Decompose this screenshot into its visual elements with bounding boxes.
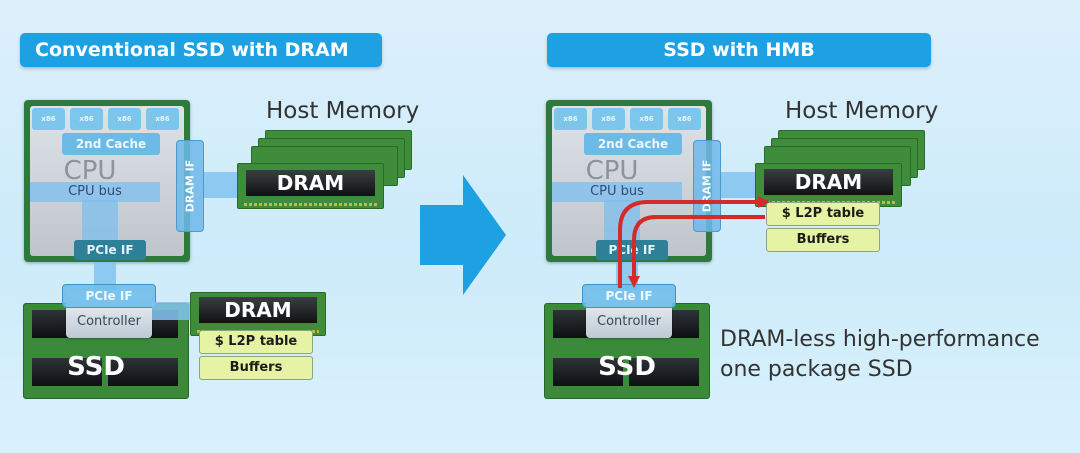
right-host-memory-label: Host Memory bbox=[785, 98, 939, 124]
hmb-data-path bbox=[618, 196, 770, 288]
dram-if-label: DRAM IF bbox=[183, 159, 197, 213]
dram-chip-label: DRAM bbox=[199, 297, 317, 323]
cpu-core: x86 bbox=[32, 108, 65, 130]
controller-label: Controller bbox=[597, 314, 661, 329]
cpu-core: x86 bbox=[554, 108, 587, 130]
cpu-core: x86 bbox=[146, 108, 179, 130]
cpu-cache: 2nd Cache bbox=[584, 133, 682, 155]
ssd-pcie-if: PCIe IF bbox=[582, 284, 676, 308]
cpu-label: CPU bbox=[63, 156, 117, 186]
right-l2p-table: $ L2P table bbox=[766, 202, 880, 226]
dram-pins bbox=[244, 203, 377, 206]
ssd-pcie-if: PCIe IF bbox=[62, 284, 156, 308]
left-buffers: Buffers bbox=[199, 356, 313, 380]
cpu-bus: CPU bus bbox=[552, 182, 682, 202]
right-cpu-die: x86 x86 x86 x86 2nd Cache CPU CPU bus PC… bbox=[552, 106, 706, 260]
nand-chip bbox=[553, 358, 623, 386]
left-dram-if: DRAM IF bbox=[176, 140, 204, 232]
right-buffers: Buffers bbox=[766, 228, 880, 252]
right-ssd-controller: PCIe IF Controller bbox=[582, 284, 676, 338]
hmb-description: DRAM-less high-performance one package S… bbox=[720, 325, 1040, 385]
right-cpu-package: x86 x86 x86 x86 2nd Cache CPU CPU bus PC… bbox=[546, 100, 712, 262]
cpu-label: CPU bbox=[585, 156, 639, 186]
controller-dram-connector bbox=[152, 302, 192, 320]
controller-label: Controller bbox=[77, 314, 141, 329]
cpu-bus: CPU bus bbox=[30, 182, 160, 202]
cpu-core: x86 bbox=[630, 108, 663, 130]
left-dram-connector bbox=[204, 172, 240, 198]
dram-chip-label: DRAM bbox=[764, 169, 893, 195]
cpu-core: x86 bbox=[592, 108, 625, 130]
cpu-core: x86 bbox=[668, 108, 701, 130]
pcie-connector bbox=[94, 262, 116, 290]
ssd-label: SSD bbox=[598, 352, 656, 382]
description-line-2: one package SSD bbox=[720, 357, 913, 382]
arrow-head-icon bbox=[628, 276, 640, 288]
description-line-1: DRAM-less high-performance bbox=[720, 327, 1040, 352]
left-cpu-package: x86 x86 x86 x86 2nd Cache CPU CPU bus PC… bbox=[24, 100, 190, 262]
left-l2p-table: $ L2P table bbox=[199, 330, 313, 354]
cpu-core: x86 bbox=[108, 108, 141, 130]
nand-chip bbox=[629, 358, 699, 386]
left-panel-title: Conventional SSD with DRAM bbox=[20, 33, 382, 67]
left-ssd-controller: PCIe IF Controller bbox=[62, 284, 156, 338]
arrow-head-icon bbox=[758, 196, 770, 208]
left-host-dram: DRAM bbox=[237, 163, 384, 209]
cpu-core: x86 bbox=[70, 108, 103, 130]
right-arrow-icon bbox=[420, 175, 506, 295]
left-cpu-die: x86 x86 x86 x86 2nd Cache CPU CPU bus PC… bbox=[30, 106, 184, 260]
right-dram-connector bbox=[721, 172, 757, 198]
hmb-path-outbound bbox=[618, 200, 760, 288]
dram-chip-label: DRAM bbox=[246, 170, 375, 196]
ssd-label: SSD bbox=[67, 352, 125, 382]
hmb-path-return bbox=[632, 215, 765, 278]
left-host-memory-label: Host Memory bbox=[266, 98, 420, 124]
right-host-dram: DRAM bbox=[755, 163, 902, 207]
nand-chip bbox=[108, 358, 178, 386]
cpu-cache: 2nd Cache bbox=[62, 133, 160, 155]
cpu-pcie-if: PCIe IF bbox=[74, 240, 146, 260]
nand-chip bbox=[32, 358, 102, 386]
right-panel-title: SSD with HMB bbox=[547, 33, 931, 67]
